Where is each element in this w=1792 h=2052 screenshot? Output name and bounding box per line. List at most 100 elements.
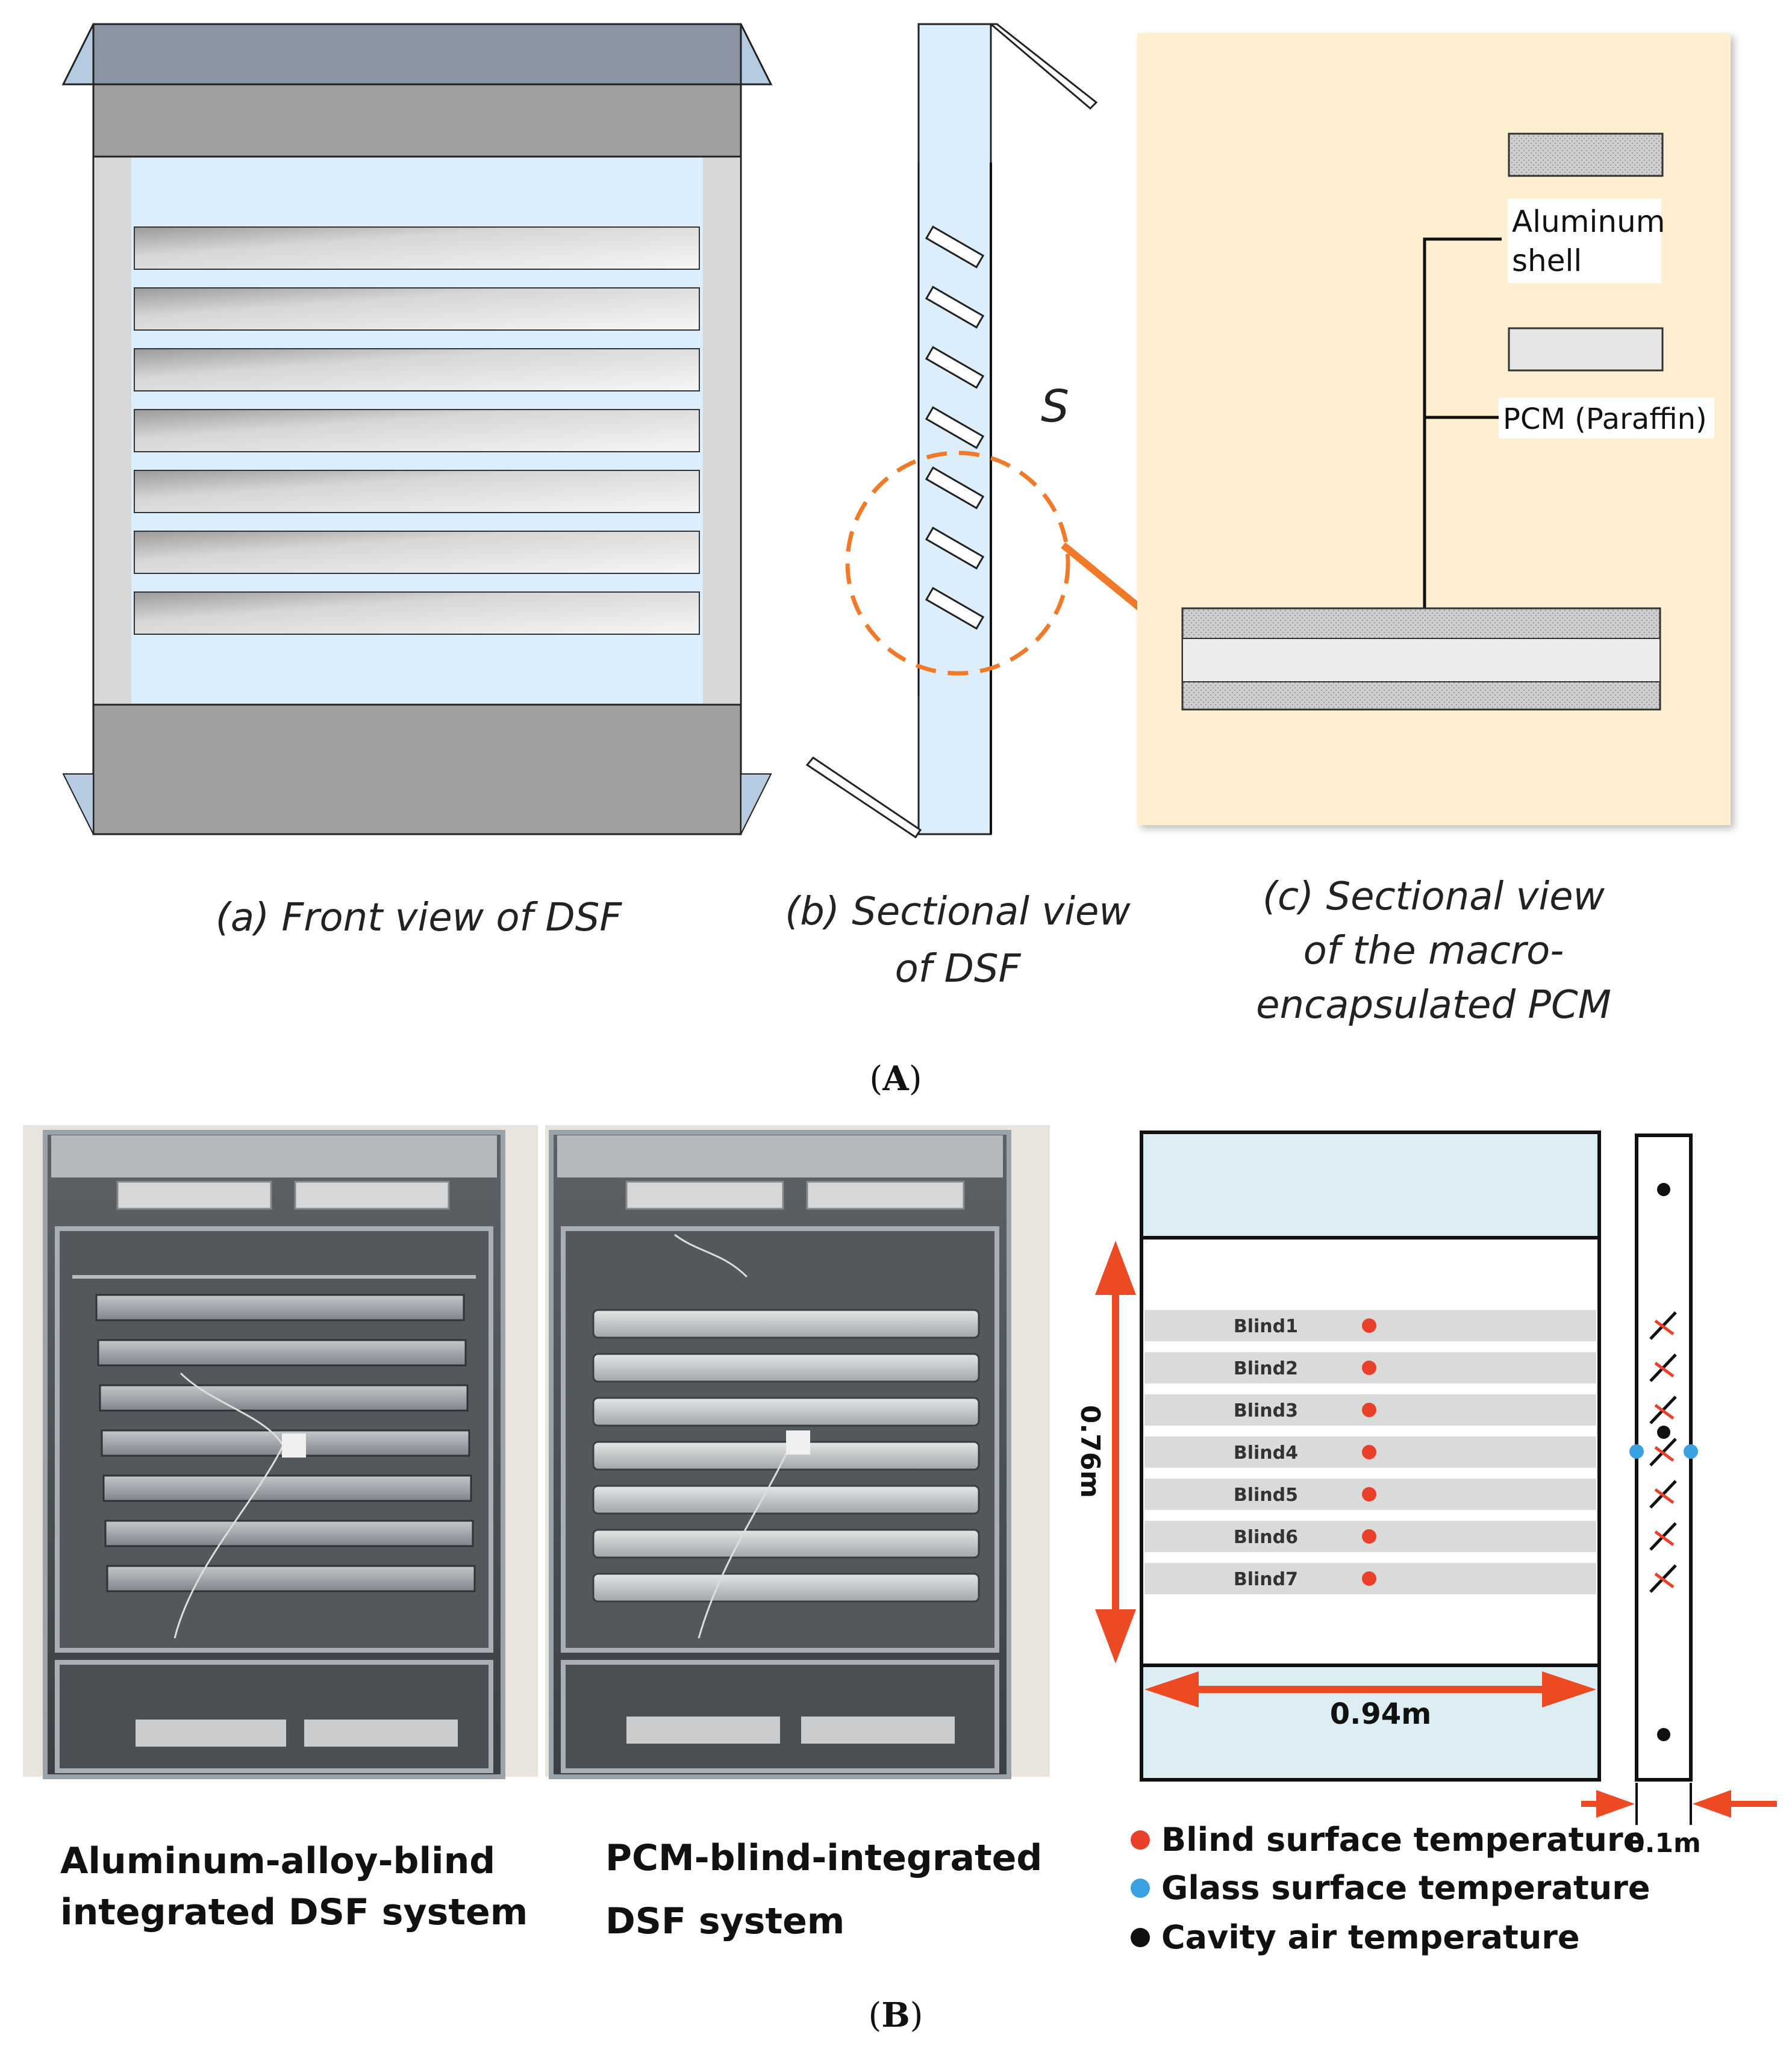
schematic-top-glazing [1140, 1130, 1601, 1240]
panel-b-label: (B) [868, 1995, 923, 2035]
bottom-right-flap [740, 773, 772, 835]
left-jamb [95, 158, 131, 703]
legend-label-blind: Blind surface temperature [1161, 1821, 1645, 1859]
blind-surface-sensor [1362, 1529, 1376, 1544]
side-section-slats [1649, 1311, 1677, 1593]
sectional-caption-1: (b) Sectional view [785, 890, 1131, 934]
front-slat [134, 531, 700, 574]
pcm-label-bg [1499, 398, 1714, 438]
legend-dot-glass [1131, 1879, 1150, 1898]
top-header [92, 23, 742, 86]
photo1-caption-1: Aluminum-alloy-blind [60, 1840, 495, 1882]
legend-dot-cavity [1131, 1928, 1150, 1947]
photo2-sensor [786, 1430, 810, 1455]
pcm-caption-1: (c) Sectional view [1263, 875, 1605, 919]
pcm-label: PCM (Paraffin) [1503, 402, 1707, 436]
cavity-air-top [1657, 1183, 1670, 1196]
photo2-damper-bottom-right [801, 1717, 955, 1744]
photo2-slat [592, 1485, 980, 1515]
side-slat-sensor [1654, 1361, 1675, 1378]
front-slat [134, 287, 700, 331]
legend-label-cavity: Cavity air temperature [1161, 1918, 1580, 1956]
pcm-caption-2: of the macro- [1303, 929, 1564, 973]
photo-aluminum-blind-dsf [23, 1125, 538, 1779]
width-arrow-left [1144, 1671, 1199, 1707]
pcm-caption-3: encapsulated PCM [1256, 983, 1611, 1028]
blind-surface-sensor [1362, 1361, 1376, 1375]
encapsulated-slat-pcm [1182, 638, 1661, 682]
photo1-slat [99, 1384, 469, 1412]
legend-dot-blind [1131, 1830, 1150, 1850]
side-slat-sensor [1654, 1403, 1675, 1420]
photo2-damper-bottom-left [626, 1717, 780, 1744]
measurement-schematic: Blind1Blind2Blind3Blind4Blind5Blind6Blin… [1075, 1130, 1777, 1956]
photo2-damper-left [625, 1180, 784, 1210]
blind-label: Blind6 [1234, 1527, 1298, 1548]
front-slat [134, 591, 700, 635]
schematic-bottom-glazing [1140, 1664, 1601, 1782]
photo1-slat [102, 1474, 472, 1502]
front-slat [134, 226, 700, 270]
photo2-slat [592, 1529, 980, 1559]
side-slat-sensor [1654, 1445, 1675, 1462]
width-arrow-right [1542, 1671, 1596, 1707]
front-slats [134, 226, 700, 635]
schematic-side-section [1635, 1134, 1693, 1782]
blind-label: Blind4 [1234, 1442, 1298, 1464]
photo2-top-glass [557, 1135, 1003, 1177]
blind-surface-sensor [1362, 1487, 1376, 1502]
right-jamb [703, 158, 739, 703]
aluminum-label-1: Aluminum [1512, 204, 1665, 239]
height-arrow-top [1095, 1241, 1136, 1295]
blind-surface-sensor [1362, 1445, 1376, 1459]
front-slat [134, 409, 700, 452]
sectional-view-dsf: S (b) Sectional view of DSF [785, 23, 1184, 991]
width-dim-label: 0.94m [1330, 1697, 1431, 1731]
legend: Blind surface temperature Glass surface … [1131, 1821, 1650, 1956]
side-slat-sensor [1654, 1530, 1675, 1547]
front-slat [134, 348, 700, 391]
photo2-slat [592, 1309, 980, 1339]
photo1-slats [95, 1294, 476, 1592]
photo1-caption-2: integrated DSF system [60, 1891, 528, 1933]
bottom-frame [92, 703, 742, 835]
section-slat [925, 466, 985, 510]
section-slat [925, 406, 985, 449]
panel-a-label: (A) [869, 1059, 922, 1099]
bottom-left-flap [62, 773, 94, 835]
section-slat [925, 285, 985, 329]
section-slat [925, 526, 985, 570]
photo2-caption-2: DSF system [605, 1900, 844, 1942]
photo2-slat [592, 1573, 980, 1603]
bottom-louver [805, 756, 922, 839]
photo2-sensor-wire-top [674, 1233, 748, 1278]
spacing-label: S [1041, 381, 1069, 432]
blind-surface-sensor [1362, 1571, 1376, 1586]
photo1-slat [95, 1294, 465, 1321]
side-slat-sensor [1654, 1319, 1675, 1336]
glass-surface-inner [1629, 1444, 1644, 1459]
side-slat-sensor [1654, 1572, 1675, 1589]
top-louver [988, 23, 1098, 110]
pcm-section: Aluminum shell PCM (Paraffin) (c) Sectio… [1137, 33, 1731, 1028]
photo1-top-glass [51, 1135, 497, 1177]
blind-surface-sensor [1362, 1318, 1376, 1333]
glass-surface-outer [1684, 1444, 1698, 1459]
depth-arrow-right [1693, 1790, 1731, 1818]
front-slat [134, 470, 700, 513]
sectional-caption-2: of DSF [895, 947, 1022, 991]
pcm-legend-swatch [1508, 327, 1664, 372]
photo2-slat [592, 1353, 980, 1383]
photo2-damper-right [806, 1180, 965, 1210]
photo-pcm-blind-dsf [545, 1125, 1050, 1779]
height-arrow-bottom [1095, 1609, 1136, 1664]
blind-label: Blind5 [1234, 1485, 1298, 1506]
photo1-damper-left [116, 1180, 272, 1210]
photo2-caption-1: PCM-blind-integrated [605, 1837, 1042, 1879]
blind-label: Blind7 [1234, 1569, 1298, 1590]
section-slat [925, 587, 985, 630]
photo1-slat [97, 1339, 467, 1367]
blind-label: Blind2 [1234, 1358, 1298, 1379]
side-slat-sensor [1654, 1488, 1675, 1505]
aluminum-label-2: shell [1512, 243, 1582, 278]
